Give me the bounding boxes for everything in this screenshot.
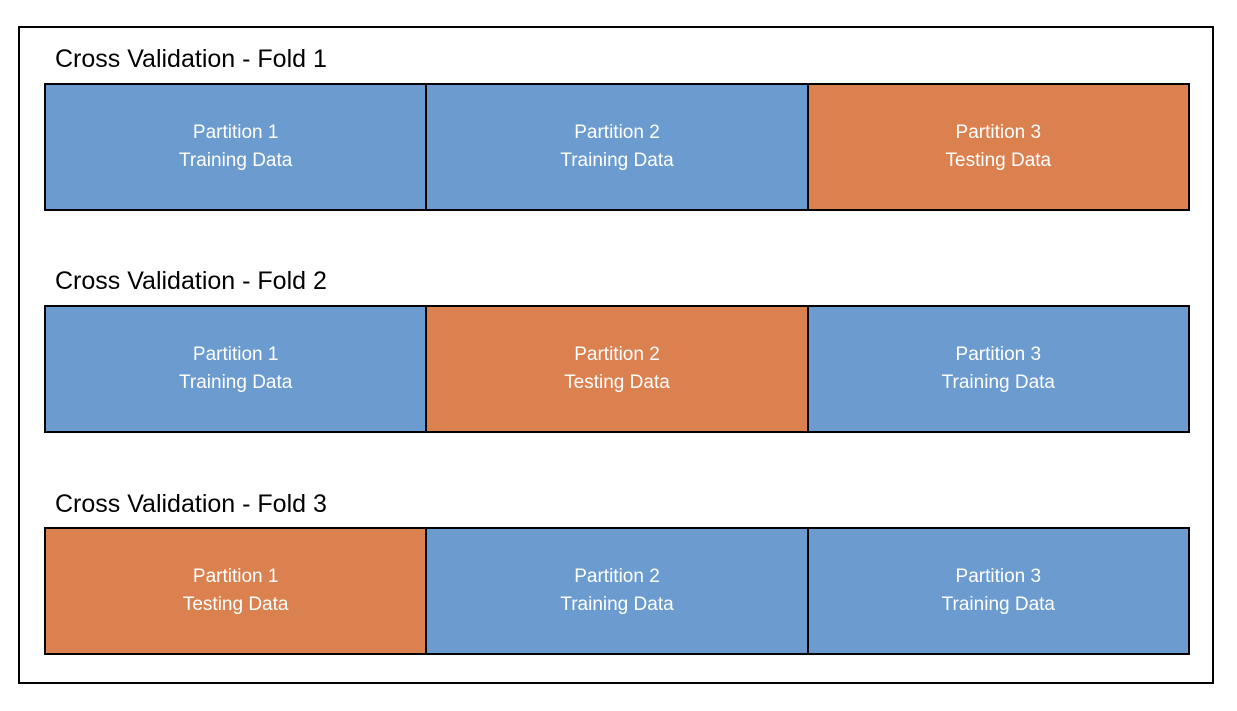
fold-3-partition-2: Partition 2 Training Data bbox=[425, 529, 807, 653]
fold-1-partition-2: Partition 2 Training Data bbox=[425, 85, 807, 209]
partition-role: Testing Data bbox=[945, 150, 1052, 171]
partition-role: Training Data bbox=[941, 594, 1055, 615]
fold-2-partition-2: Partition 2 Testing Data bbox=[425, 307, 807, 431]
fold-3-partition-1: Partition 1 Testing Data bbox=[46, 529, 426, 653]
fold-1-partition-1: Partition 1 Training Data bbox=[46, 85, 426, 209]
partition-name: Partition 1 bbox=[192, 344, 279, 365]
fold-3-title: Cross Validation - Fold 3 bbox=[55, 490, 327, 518]
partition-role: Training Data bbox=[941, 372, 1055, 393]
fold-3-partition-3: Partition 3 Training Data bbox=[806, 529, 1188, 653]
fold-2-row: Partition 1 Training Data Partition 2 Te… bbox=[44, 305, 1190, 433]
fold-3-row: Partition 1 Testing Data Partition 2 Tra… bbox=[44, 527, 1190, 655]
partition-name: Partition 2 bbox=[574, 344, 660, 365]
fold-1-row: Partition 1 Training Data Partition 2 Tr… bbox=[44, 83, 1190, 211]
partition-role: Testing Data bbox=[564, 372, 670, 393]
fold-2-partition-1: Partition 1 Training Data bbox=[46, 307, 426, 431]
partition-name: Partition 2 bbox=[574, 122, 660, 143]
partition-role: Testing Data bbox=[182, 594, 289, 615]
fold-1-title: Cross Validation - Fold 1 bbox=[55, 45, 327, 73]
partition-role: Training Data bbox=[178, 372, 293, 393]
fold-1-partition-3: Partition 3 Testing Data bbox=[806, 85, 1188, 209]
partition-name: Partition 1 bbox=[192, 566, 279, 587]
partition-name: Partition 3 bbox=[955, 566, 1042, 587]
partition-name: Partition 1 bbox=[192, 122, 279, 143]
partition-role: Training Data bbox=[178, 150, 293, 171]
fold-2-title: Cross Validation - Fold 2 bbox=[55, 267, 327, 295]
partition-name: Partition 3 bbox=[955, 344, 1042, 365]
partition-role: Training Data bbox=[560, 594, 674, 615]
partition-name: Partition 3 bbox=[955, 122, 1042, 143]
partition-name: Partition 2 bbox=[574, 566, 660, 587]
fold-2-partition-3: Partition 3 Training Data bbox=[806, 307, 1188, 431]
partition-role: Training Data bbox=[560, 150, 674, 171]
